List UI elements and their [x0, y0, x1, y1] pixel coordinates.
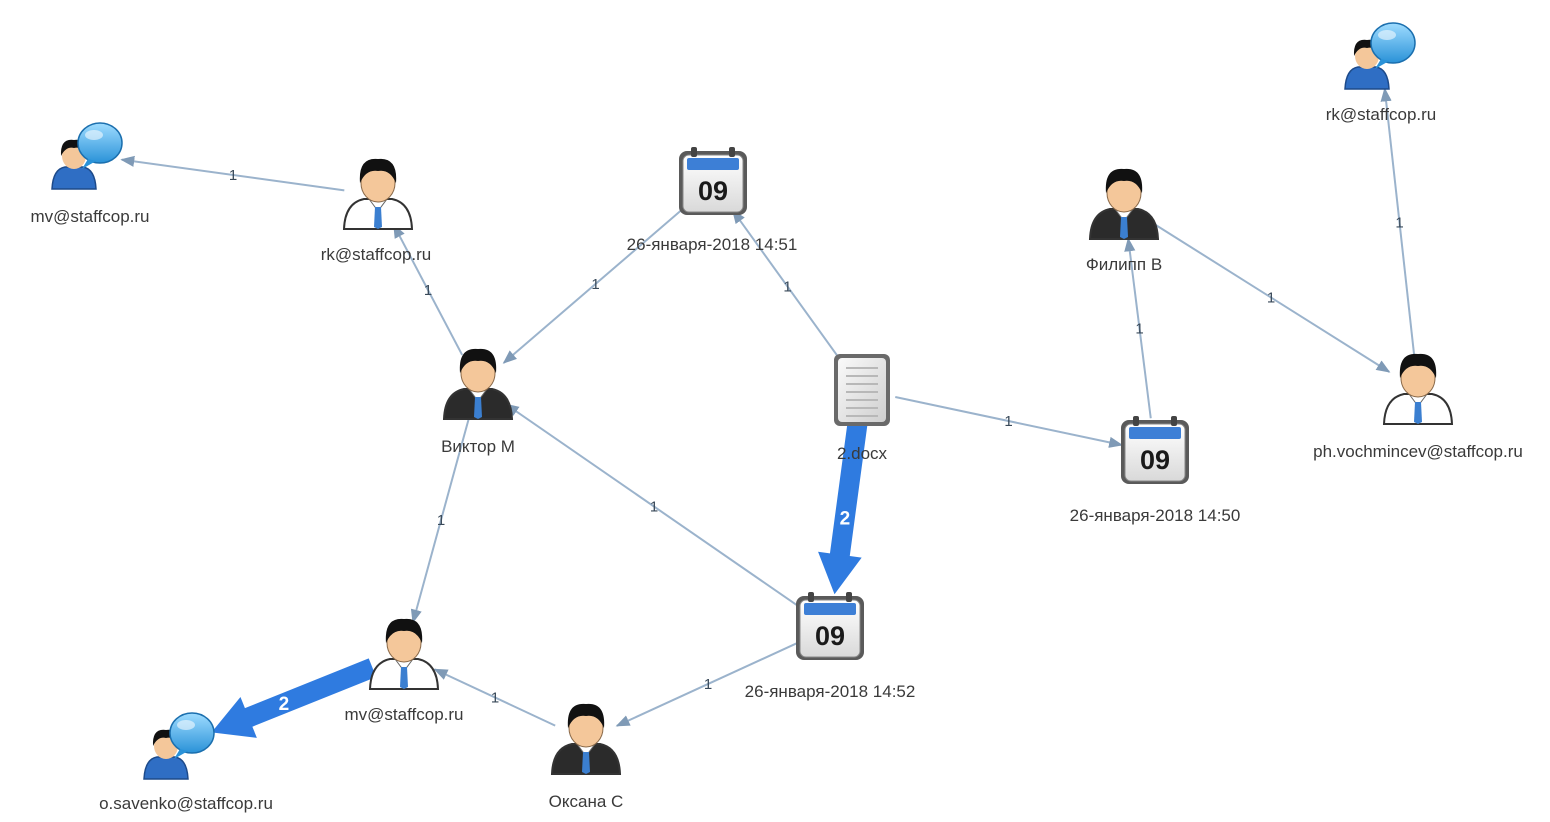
- edge-weight-label: 1: [1395, 215, 1403, 232]
- edge-line: [732, 209, 843, 363]
- edge-line: [1152, 222, 1391, 373]
- edge-n_rk_left-n_mv_top[interactable]: 1: [120, 155, 345, 192]
- graph-node[interactable]: o.savenko@staffcop.ru: [99, 712, 273, 813]
- edge-n_oksana-n_mv_bottom[interactable]: 1: [433, 668, 556, 727]
- edge-n_cal_1451-n_viktor[interactable]: 1: [502, 204, 688, 364]
- node-label: Филипп В: [1086, 255, 1162, 274]
- edge-n_doc-n_cal_1450[interactable]: 1: [895, 396, 1124, 448]
- node-label: 2.docx: [837, 444, 888, 463]
- calendar-icon: 09: [1121, 416, 1189, 484]
- edge-weight-label: 1: [1267, 290, 1275, 307]
- user-chat-icon: [1344, 22, 1416, 90]
- edge-n_doc-n_cal_1452[interactable]: 2: [818, 422, 868, 595]
- edge-weight-label: 1: [424, 282, 432, 299]
- graph-node[interactable]: rk@staffcop.ru: [321, 158, 431, 264]
- graph-node[interactable]: mv@staffcop.ru: [31, 122, 150, 226]
- edge-n_cal_1452-n_viktor[interactable]: 1: [504, 403, 803, 610]
- edge-n_ph-n_rk_right[interactable]: 1: [1380, 87, 1416, 357]
- edge-weight-label: 1: [229, 167, 237, 184]
- edge-line: [1380, 87, 1416, 357]
- user-dark-icon: [442, 348, 514, 420]
- user-icon: [368, 618, 440, 690]
- graph-node[interactable]: rk@staffcop.ru: [1326, 22, 1436, 124]
- edge-line-thick: [211, 658, 377, 738]
- edge-weight-label: 1: [1135, 321, 1143, 338]
- edge-weight-label: 1: [591, 276, 599, 293]
- edge-weight-label: 1: [491, 690, 499, 707]
- edge-weight-label: 1: [437, 512, 445, 529]
- edge-line: [615, 641, 800, 727]
- node-label: rk@staffcop.ru: [1326, 105, 1436, 124]
- edge-n_filipp-n_ph[interactable]: 1: [1152, 222, 1391, 373]
- calendar-day: 09: [698, 176, 728, 206]
- calendar-icon: 09: [679, 147, 747, 215]
- edge-line: [895, 396, 1124, 448]
- edge-n_cal_1452-n_oksana[interactable]: 1: [615, 641, 800, 727]
- edge-n_doc-n_cal_1451[interactable]: 1: [732, 209, 843, 363]
- graph-node[interactable]: 09 26-января-2018 14:51: [627, 147, 798, 254]
- node-label: ph.vochmincev@staffcop.ru: [1313, 442, 1523, 461]
- edge-line: [410, 417, 470, 624]
- edge-weight-label: 2: [840, 509, 851, 530]
- user-dark-icon: [1088, 168, 1160, 240]
- user-icon: [342, 158, 414, 230]
- node-label: Виктор М: [441, 437, 515, 456]
- calendar-day: 09: [815, 621, 845, 651]
- edge-weight-label: 2: [279, 694, 290, 715]
- calendar-day: 09: [1140, 445, 1170, 475]
- node-label: 26-января-2018 14:51: [627, 235, 798, 254]
- node-label: 26-января-2018 14:52: [745, 682, 916, 701]
- edge-n_cal_1450-n_filipp[interactable]: 1: [1124, 237, 1152, 419]
- node-label: rk@staffcop.ru: [321, 245, 431, 264]
- graph-node[interactable]: Оксана С: [549, 703, 624, 811]
- user-dark-icon: [550, 703, 622, 775]
- calendar-icon: 09: [796, 592, 864, 660]
- edge-weight-label: 1: [704, 676, 712, 693]
- edge-n_viktor-n_mv_bottom[interactable]: 1: [410, 417, 470, 624]
- user-chat-icon: [143, 712, 215, 780]
- edge-n_mv_bottom-n_savenko[interactable]: 2: [211, 658, 377, 738]
- edge-line-thick: [818, 422, 868, 595]
- node-label: Оксана С: [549, 792, 624, 811]
- edge-line: [433, 668, 556, 727]
- edges-layer: 1 1 1 1 1 2 1 1 1 1 1 1 1 2: [120, 87, 1416, 738]
- edge-line: [392, 223, 464, 356]
- graph-node[interactable]: Филипп В: [1086, 168, 1162, 274]
- edge-n_viktor-n_rk_left[interactable]: 1: [392, 223, 464, 356]
- user-chat-icon: [51, 122, 123, 190]
- edge-line: [1124, 237, 1152, 419]
- edge-weight-label: 1: [783, 279, 791, 296]
- graph-node[interactable]: 2.docx: [834, 354, 890, 463]
- node-label: mv@staffcop.ru: [345, 705, 464, 724]
- nodes-layer: mv@staffcop.ru rk@staffcop.ru 09 26-января-…: [31, 22, 1523, 813]
- edge-weight-label: 1: [650, 499, 658, 516]
- document-icon: [834, 354, 890, 426]
- graph-node[interactable]: mv@staffcop.ru: [345, 618, 464, 724]
- graph-node[interactable]: Виктор М: [441, 348, 515, 456]
- edge-line: [120, 155, 345, 192]
- edge-line: [502, 204, 688, 364]
- edge-line: [504, 403, 803, 610]
- node-label: mv@staffcop.ru: [31, 207, 150, 226]
- graph-node[interactable]: 09 26-января-2018 14:50: [1070, 416, 1241, 525]
- graph-node[interactable]: 09 26-января-2018 14:52: [745, 592, 916, 701]
- user-icon: [1382, 353, 1454, 425]
- node-label: o.savenko@staffcop.ru: [99, 794, 273, 813]
- graph-node[interactable]: ph.vochmincev@staffcop.ru: [1313, 353, 1523, 461]
- edge-weight-label: 1: [1004, 413, 1012, 430]
- node-label: 26-января-2018 14:50: [1070, 506, 1241, 525]
